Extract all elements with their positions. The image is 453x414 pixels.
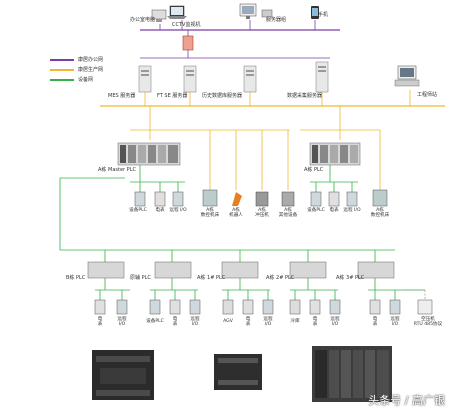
- label-a-cnc: A栋 数控机床: [200, 208, 220, 218]
- bottom-devices: [94, 299, 433, 315]
- legend-office-label: 康居办公网: [78, 57, 104, 63]
- label-sub-plc-3: A栋 1# PLC: [197, 275, 226, 281]
- label-phone: 手机: [318, 12, 329, 18]
- bottom-label: 远程 I/O: [190, 317, 200, 327]
- label-cctv: CCTV监视机: [172, 22, 201, 28]
- label-a-meter: 电表: [155, 208, 165, 213]
- a-child-devices: [134, 191, 184, 207]
- label-sub-plc-4: A栋 2# PLC: [266, 275, 295, 281]
- label-printer: 服务器组: [266, 17, 287, 23]
- workstation-icon: [394, 65, 420, 87]
- label-a-master-plc: A栋 Master PLC: [98, 167, 136, 173]
- label-workstation: 工程师站: [417, 92, 438, 98]
- server-ftse: [183, 65, 197, 93]
- label-b-remote-io: 远程 I/O: [343, 208, 361, 213]
- label-collect-server: 数据采集服务器: [287, 93, 323, 99]
- label-b-cnc: A栋 数控机床: [370, 208, 390, 218]
- hardware-photo-3: [312, 346, 392, 402]
- label-a-robot: A栋 机器人: [229, 208, 243, 218]
- phone-icon: [311, 6, 319, 19]
- label-b-device-plc: 设备PLC: [307, 208, 325, 213]
- legend-device-label: 设备网: [78, 77, 94, 83]
- legend-production-swatch: [50, 69, 74, 71]
- b-plc-rack: [309, 142, 361, 166]
- server-history: [243, 65, 257, 93]
- label-a-remote-io: 远程 I/O: [169, 208, 187, 213]
- bottom-label: 远程 I/O: [117, 317, 127, 327]
- label-ftse-server: FT SE 服务器: [157, 93, 188, 99]
- bottom-label: 远程 I/O: [330, 317, 340, 327]
- bottom-label: 电 表: [97, 317, 103, 327]
- watermark: 头条号 / 高广银: [368, 394, 445, 407]
- label-sub-plc-2: 原辅 PLC: [130, 275, 151, 281]
- label-history-server: 历史数据库服务器: [202, 93, 243, 99]
- bottom-label: 远程 I/O: [390, 317, 400, 327]
- label-sub-plc-5: A栋 3# PLC: [336, 275, 365, 281]
- server-collect: [315, 61, 329, 93]
- hardware-photo-1: [92, 350, 154, 400]
- bottom-label: 电 表: [245, 317, 251, 327]
- sub-plc-racks: [87, 261, 395, 279]
- hardware-photo-2: [214, 354, 262, 390]
- legend-office-swatch: [50, 59, 74, 61]
- bottom-label: 空压机 RTU 485协议: [413, 317, 443, 327]
- legend-production-label: 康居生产网: [78, 67, 104, 73]
- firewall: [182, 35, 194, 51]
- bottom-label: AGV: [223, 319, 233, 324]
- label-a-press: A栋 冲压机: [255, 208, 269, 218]
- b-child-devices: [310, 189, 388, 207]
- a-master-plc-rack: [117, 142, 181, 166]
- label-sub-plc-1: B栋 PLC: [66, 275, 86, 281]
- bottom-drops: [99, 290, 396, 300]
- bottom-label: 远程 I/O: [263, 317, 273, 327]
- bottom-label: 冷库: [290, 319, 300, 324]
- bottom-label: 电 表: [172, 317, 178, 327]
- label-mes-server: MES 服务器: [108, 93, 136, 99]
- laptop-icon: [167, 5, 187, 19]
- printer-icon: [261, 9, 273, 18]
- desktop-pc-icon: [151, 9, 167, 22]
- server-mes: [138, 65, 152, 93]
- bottom-label: 电 表: [312, 317, 318, 327]
- a-equipment-icons: [202, 189, 295, 207]
- bottom-label: 设备PLC: [146, 319, 164, 324]
- legend-device-swatch: [50, 79, 74, 81]
- label-b-meter: 电表: [329, 208, 339, 213]
- monitor-icon: [239, 3, 257, 19]
- label-a-other: A栋 其他设备: [278, 208, 298, 218]
- label-b-plc: A栋 PLC: [304, 167, 324, 173]
- label-a-device-plc: 设备PLC: [129, 208, 147, 213]
- label-office-pc: 办公室电脑: [130, 17, 156, 23]
- bottom-label: 电 表: [372, 317, 378, 327]
